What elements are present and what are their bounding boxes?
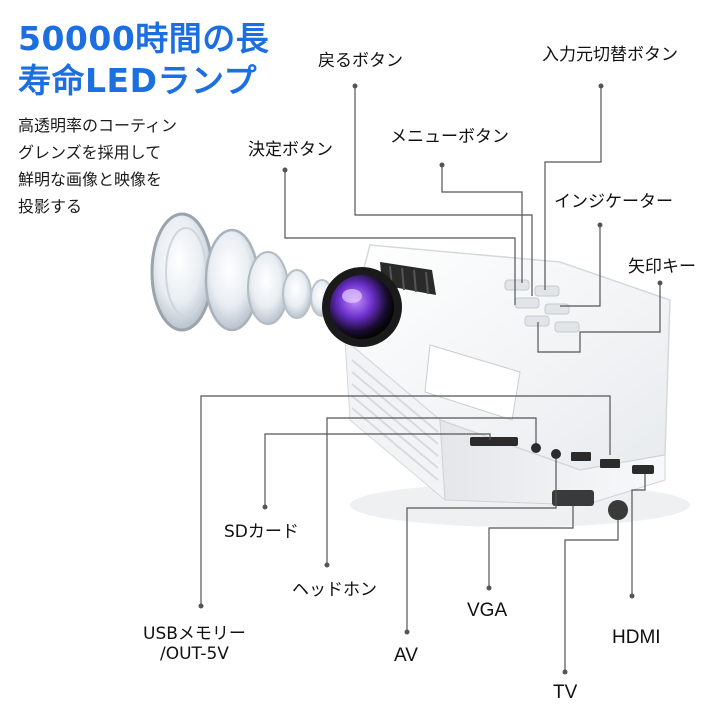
label-usb-line-2: /OUT-5V [159,644,229,664]
label-tv: TV [553,682,578,703]
usb-port-1 [571,452,591,461]
lens-element-3 [247,251,289,325]
label-hdmi: HDMI [612,627,661,648]
callout-dots [198,83,663,675]
lens-description: 高透明率のコーティン グレンズを採用して 鮮明な画像と映像を 投影する [18,112,177,220]
projector-body [322,244,690,527]
description-line-3: 鮮明な画像と映像を [18,170,163,189]
description-line-1: 高透明率のコーティン [18,116,178,135]
label-plate [424,344,521,421]
label-av: AV [394,645,418,666]
headphone-jack [531,443,541,453]
label-usb-line-1: USBメモリー [143,624,246,644]
label-ok-button: 決定ボタン [248,140,333,160]
control-panel [504,279,580,333]
label-menu-button: メニューボタン [390,127,509,147]
main-lens-glass [330,275,394,339]
usb-port-2 [600,459,620,468]
label-back-button: 戻るボタン [318,51,403,71]
label-vga: VGA [467,600,508,621]
tv-port [608,500,628,520]
label-arrow-keys: 矢印キー [628,257,696,277]
ports [470,437,654,520]
label-headphone: ヘッドホン [292,580,377,600]
av-jack [551,449,561,459]
sd-slot [470,437,518,446]
lens-element-1 [150,212,214,332]
callout-lines [200,86,661,672]
label-input-switch-button: 入力元切替ボタン [542,45,678,65]
headline-line-1: 50000時間の長 [18,19,270,58]
hdmi-port [632,465,654,474]
label-usb-memory: USBメモリー /OUT-5V [143,624,246,664]
description-line-2: グレンズを採用して [18,143,162,162]
headline-line-2: 寿命LEDランプ [18,61,257,100]
label-indicator: インジケーター [554,192,673,212]
headline: 50000時間の長 寿命LEDランプ [18,18,269,102]
vga-port [552,490,594,506]
lens-elements [150,212,334,332]
lens-element-4 [282,269,312,319]
description-line-4: 投影する [18,197,83,216]
label-sd-card: SDカード [224,522,299,542]
